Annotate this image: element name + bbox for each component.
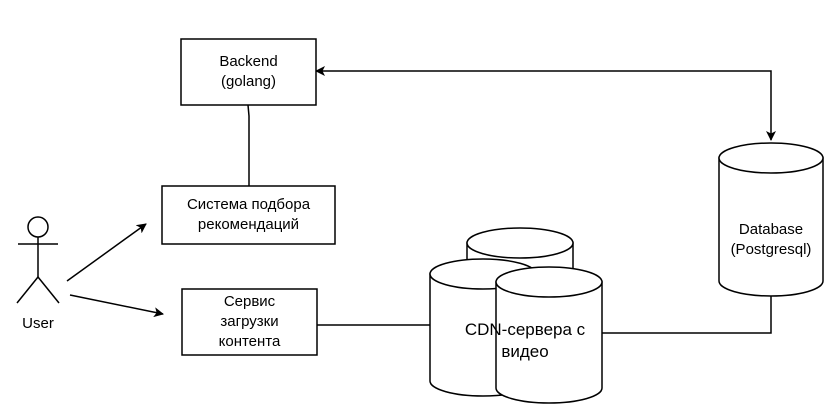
upload-service-box xyxy=(181,288,318,356)
database-cylinder xyxy=(718,142,824,297)
cdn-to-database-line xyxy=(602,296,772,334)
cdn-label-line2: видео xyxy=(501,342,549,361)
backend-label: Backend (golang) xyxy=(181,39,316,105)
recommendation-label: Система подбора рекомендаций xyxy=(162,186,335,244)
database-label: Database (Postgresql) xyxy=(719,215,823,265)
recommendation-to-backend-line xyxy=(247,104,250,186)
cdn-cylinder-front xyxy=(495,266,603,404)
backend-database-arrow xyxy=(315,66,776,141)
database-label-line1: Database xyxy=(738,221,804,238)
recommendation-label-line2: рекомендаций xyxy=(197,216,300,233)
database-label-line2: (Postgresql) xyxy=(730,241,812,258)
upload-label-line1: Сервис xyxy=(223,293,276,310)
backend-label-line2: (golang) xyxy=(220,73,277,90)
upload-service-label: Сервис загрузки контента xyxy=(182,289,317,355)
cdn-label-line1: CDN-сервера с xyxy=(464,320,586,339)
user-to-upload-arrow xyxy=(69,294,164,318)
backend-box xyxy=(180,38,317,106)
user-label: User xyxy=(8,313,68,335)
upload-label-line2: загрузки xyxy=(220,313,279,330)
user-actor-icon xyxy=(16,216,60,304)
recommendation-system-box xyxy=(161,185,336,245)
cdn-label: CDN-сервера с видео xyxy=(440,316,610,366)
upload-label-line3: контента xyxy=(218,333,281,350)
recommendation-label-line1: Система подбора xyxy=(186,196,311,213)
user-to-recommendation-arrow xyxy=(66,223,147,282)
backend-label-line1: Backend xyxy=(219,53,278,70)
user-label-text: User xyxy=(22,315,54,332)
